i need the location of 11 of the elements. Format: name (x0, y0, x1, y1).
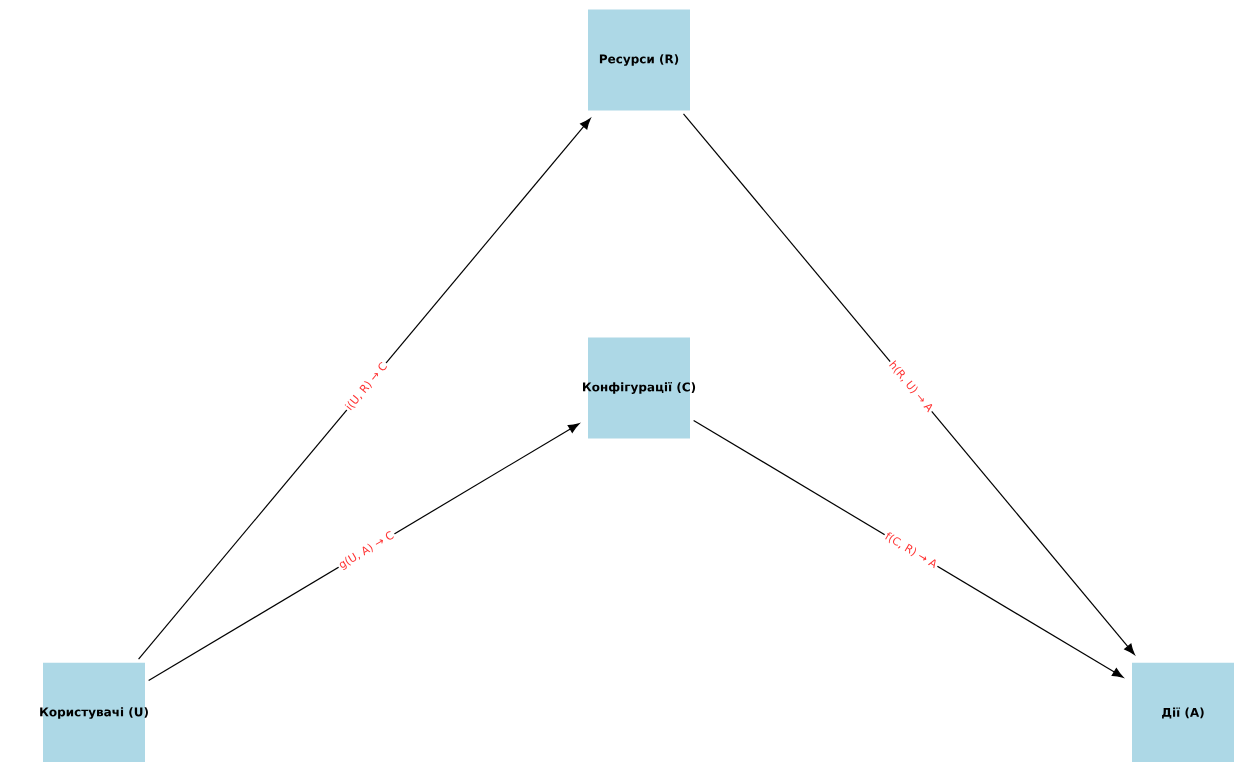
arrow (138, 118, 591, 660)
edge-label: i(U, R) → C (341, 358, 391, 415)
node-box: Конфігурації (C) (583, 337, 696, 439)
node-box: Ресурси (R) (588, 9, 690, 111)
arrow (682, 113, 1135, 655)
arrow (693, 419, 1124, 678)
node-box: Користувачі (U) (40, 662, 148, 762)
arrow (148, 423, 580, 682)
edge-label: f(C, R) → A (881, 529, 941, 572)
edge-label: g(U, A) → C (335, 528, 398, 574)
node-box: Дії (A) (1132, 662, 1234, 762)
